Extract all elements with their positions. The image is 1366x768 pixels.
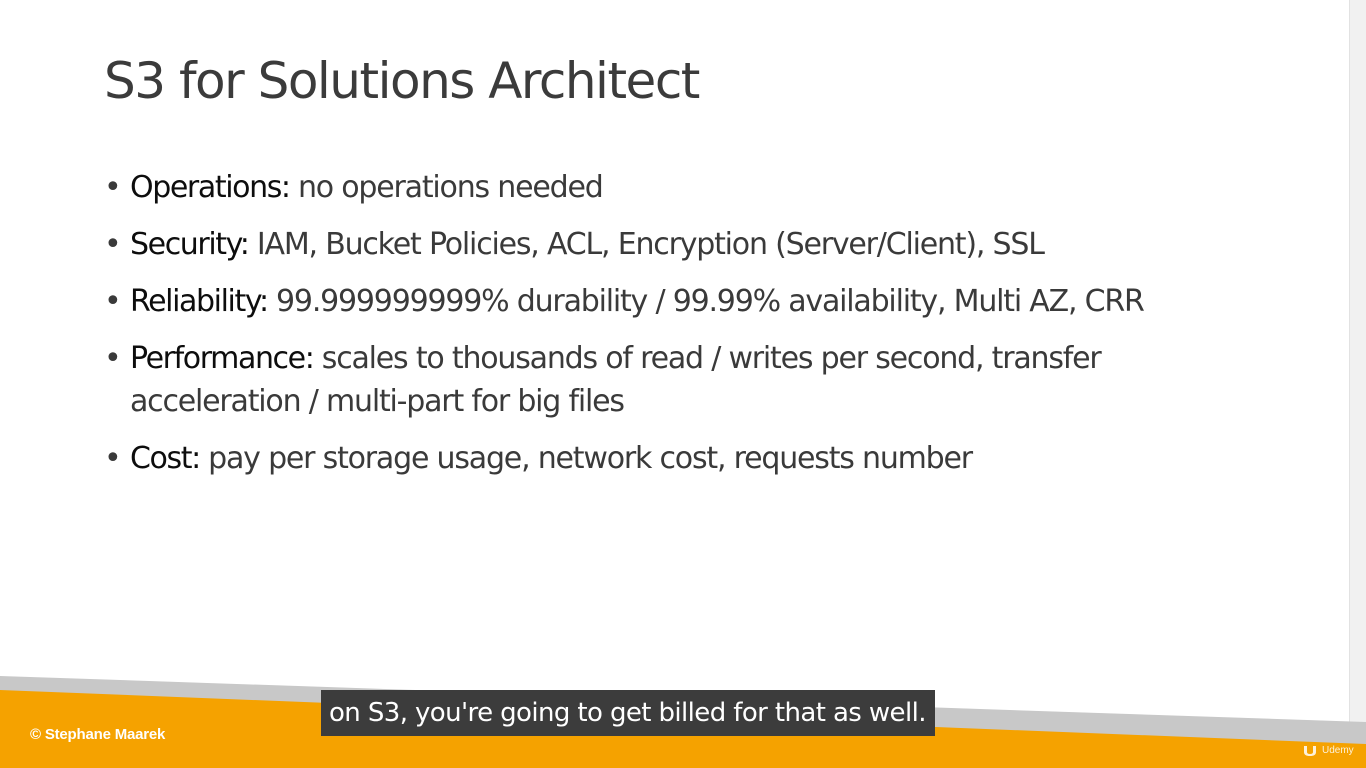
bullet-list: •Operations: no operations needed •Secur…	[104, 166, 1264, 494]
bullet-dot: •	[104, 341, 122, 376]
bullet-text: no operations needed	[289, 170, 604, 205]
bullet-key: Operations:	[130, 170, 291, 205]
bullet-text: scales to thousands of read / writes per…	[130, 341, 1102, 419]
bullet-item-security: •Security: IAM, Bucket Policies, ACL, En…	[104, 223, 1264, 266]
slide-title: S3 for Solutions Architect	[104, 52, 700, 110]
bullet-item-reliability: •Reliability: 99.999999999% durability /…	[104, 280, 1264, 323]
bullet-key: Security:	[130, 227, 250, 262]
bullet-text: IAM, Bucket Policies, ACL, Encryption (S…	[248, 227, 1045, 262]
udemy-logo-icon	[1304, 746, 1316, 756]
bullet-dot: •	[104, 227, 122, 262]
bullet-item-operations: •Operations: no operations needed	[104, 166, 1264, 209]
bullet-item-performance: •Performance: scales to thousands of rea…	[104, 337, 1264, 423]
bullet-dot: •	[104, 170, 122, 205]
bullet-text: pay per storage usage, network cost, req…	[199, 441, 973, 476]
watermark-label: Udemy	[1322, 744, 1354, 756]
bullet-dot: •	[104, 284, 122, 319]
bullet-dot: •	[104, 441, 122, 476]
bullet-item-cost: •Cost: pay per storage usage, network co…	[104, 437, 1264, 480]
bullet-key: Performance:	[130, 341, 315, 376]
scrollbar[interactable]	[1349, 0, 1366, 768]
copyright-text: © Stephane Maarek	[30, 726, 166, 743]
bullet-key: Reliability:	[130, 284, 269, 319]
udemy-watermark: Udemy	[1302, 743, 1354, 757]
subtitle-caption: on S3, you're going to get billed for th…	[321, 690, 935, 736]
bullet-key: Cost:	[130, 441, 201, 476]
bullet-text: 99.999999999% durability / 99.99% availa…	[267, 284, 1145, 319]
